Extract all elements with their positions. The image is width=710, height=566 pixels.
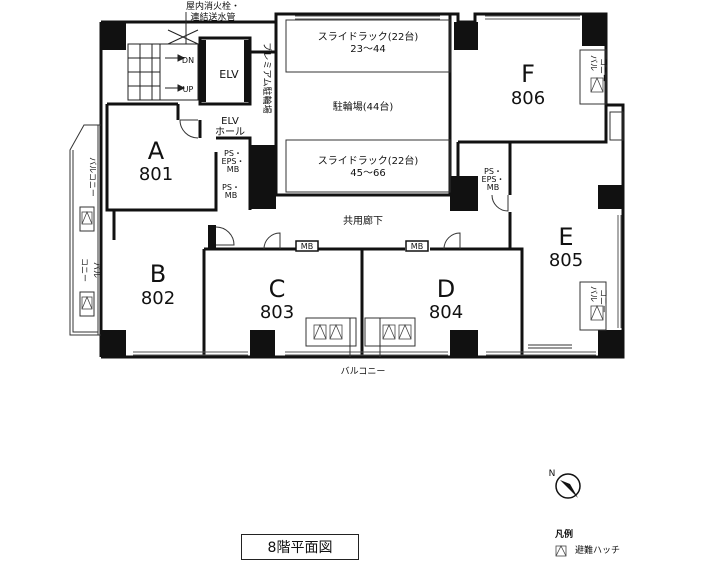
- bottom-balcony-boxes: [305, 317, 416, 357]
- ps-eps-mb-right-3: MB: [487, 183, 499, 192]
- unit-d-number: 804: [429, 302, 463, 323]
- unit-f-number: 806: [511, 88, 545, 109]
- stair-up-label: UP: [183, 85, 194, 94]
- doors: [179, 119, 572, 349]
- ps-eps-mb-right-2: EPS・: [482, 175, 505, 184]
- ps-eps-mb-left-1: PS・: [224, 149, 242, 158]
- escape-hatch-icons: [81, 76, 604, 340]
- legend-hatch-label: 避難ハッチ: [575, 546, 621, 556]
- ps-mb-left-1: PS・: [222, 183, 240, 192]
- north-label: N: [549, 469, 556, 479]
- rack-top-label-2: 23～44: [350, 44, 385, 55]
- escape-hatch-legend-icon: [555, 545, 567, 557]
- legend: 凡例 避難ハッチ: [555, 527, 620, 559]
- balcony-right-e-2: コニー: [599, 289, 608, 313]
- corridor-label: 共用廊下: [343, 214, 383, 227]
- ps-mb-left-2: MB: [225, 191, 237, 200]
- left-balcony: [69, 124, 101, 336]
- stair: [127, 20, 199, 101]
- unit-b-letter: B: [150, 260, 166, 288]
- elv-hall-label-2: ホール: [215, 126, 245, 138]
- balcony-left-b-1: バル: [92, 262, 101, 278]
- ps-eps-mb-left-3: MB: [227, 165, 239, 174]
- rack-top-label-1: スライドラック(22台): [318, 30, 419, 43]
- hydrant-label-1: 屋内消火栓・: [186, 0, 240, 12]
- columns: [101, 14, 623, 357]
- bike-racks: [285, 19, 451, 193]
- area-labels: 屋内消火栓・ 連結送水管 DN UP ELV ELV ホール プレミアム駐輪場 …: [80, 0, 608, 377]
- elv-hall-label-1: ELV: [221, 116, 239, 127]
- hydrant-label-2: 連結送水管: [190, 11, 235, 23]
- plan-title-text: 8階平面図: [267, 540, 333, 556]
- unit-f-letter: F: [521, 60, 535, 88]
- unit-e-number: 805: [549, 250, 583, 271]
- parking-label: 駐輪場(44台): [333, 100, 394, 113]
- unit-a-number: 801: [139, 164, 173, 185]
- plan-title: 8階平面図: [241, 534, 359, 560]
- legend-hatch-row: 避難ハッチ: [555, 543, 620, 559]
- windows: [133, 15, 622, 356]
- elevator-label: ELV: [219, 68, 239, 81]
- balcony-right-f-1: バル: [589, 55, 598, 71]
- mb-boxes: [295, 240, 429, 252]
- legend-title: 凡例: [555, 530, 574, 540]
- bottom-balcony-label: バルコニー: [341, 366, 386, 377]
- ps-eps-mb-left-2: EPS・: [222, 157, 245, 166]
- north-arrow-icon: N: [549, 469, 581, 499]
- balcony-left-b-2: コニー: [80, 258, 89, 282]
- unit-c-number: 803: [260, 302, 294, 323]
- mb-label-left: MB: [301, 242, 313, 251]
- unit-c-letter: C: [269, 275, 286, 303]
- mb-label-right: MB: [411, 242, 423, 251]
- balcony-right-f-2: コニー: [599, 58, 608, 82]
- right-balconies: [579, 49, 624, 331]
- unit-e-letter: E: [558, 223, 573, 251]
- premium-parking-label: プレミアム駐輪場: [261, 42, 273, 113]
- ps-eps-mb-right-1: PS・: [484, 167, 502, 176]
- unit-d-letter: D: [437, 275, 455, 303]
- unit-b-number: 802: [141, 288, 175, 309]
- balcony-right-e-1: バル: [589, 286, 598, 302]
- stair-dn-label: DN: [182, 56, 194, 65]
- unit-a-letter: A: [148, 137, 165, 165]
- balcony-left-a: バルコニー: [88, 157, 97, 197]
- unit-labels: A 801 B 802 C 803 D 804 E 805 F 806: [139, 60, 583, 323]
- rack-bottom-label-1: スライドラック(22台): [318, 154, 419, 167]
- rack-bottom-label-2: 45～66: [350, 168, 385, 179]
